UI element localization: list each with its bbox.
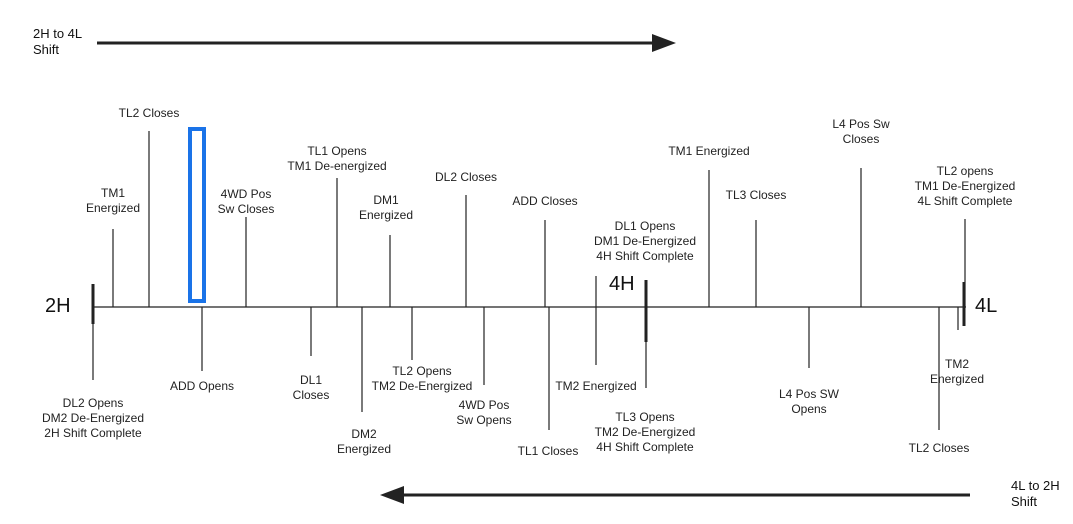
reverse-shift-label: 4L to 2H Shift	[1011, 478, 1060, 509]
forward-shift-arrowhead	[652, 34, 676, 52]
event-label-dl2-closes-a: DL2 Closes	[434, 170, 498, 184]
event-label-tl2-opens-4l-complete: TL2 opens TM1 De-Energized 4L Shift Comp…	[914, 164, 1016, 208]
event-label-fourwd-pos-sw-closes: 4WD Pos Sw Closes	[217, 187, 275, 216]
event-label-add-closes: ADD Closes	[512, 194, 578, 208]
event-label-dl2-opens-2h-complete: DL2 Opens DM2 De-Energized 2H Shift Comp…	[41, 396, 145, 440]
event-label-tm1-energized-b: TM1 Energized	[668, 144, 750, 158]
event-label-dm1-energized: DM1 Energized	[358, 193, 414, 222]
forward-shift-label: 2H to 4L Shift	[33, 26, 83, 57]
state-4h-label: 4H	[609, 273, 635, 295]
event-label-tl1-opens-tm1-de-energized: TL1 Opens TM1 De-energized	[287, 144, 387, 173]
event-label-tl3-closes: TL3 Closes	[725, 188, 787, 202]
state-2h-label: 2H	[45, 295, 71, 317]
event-label-add-opens: ADD Opens	[169, 379, 235, 393]
event-label-tm1-energized-a: TM1 Energized	[85, 186, 141, 215]
event-label-tm2-energized-b: TM2 Energized	[929, 357, 985, 386]
event-label-l4-pos-sw-opens: L4 Pos SW Opens	[778, 387, 840, 416]
event-label-tm2-energized-a: TM2 Energized	[555, 379, 637, 393]
event-label-l4-pos-sw-closes: L4 Pos Sw Closes	[832, 117, 890, 146]
event-label-tl2-opens-tm2-de-energized: TL2 Opens TM2 De-Energized	[371, 364, 473, 393]
highlight-box	[188, 127, 206, 303]
event-label-tl1-closes: TL1 Closes	[517, 444, 579, 458]
event-label-tl2-closes-b: TL2 Closes	[908, 441, 970, 455]
event-label-fourwd-pos-sw-opens: 4WD Pos Sw Opens	[456, 398, 512, 427]
event-label-tl2-closes-a: TL2 Closes	[118, 106, 180, 120]
reverse-shift-arrowhead	[380, 486, 404, 504]
event-label-tl3-opens-4h-complete: TL3 Opens TM2 De-Energized 4H Shift Comp…	[594, 410, 696, 454]
event-label-dl1-opens-4h-complete: DL1 Opens DM1 De-Energized 4H Shift Comp…	[593, 219, 697, 263]
event-label-dm2-energized: DM2 Energized	[336, 427, 392, 456]
event-label-dl1-closes: DL1 Closes	[292, 373, 330, 402]
state-4l-label: 4L	[975, 295, 998, 317]
